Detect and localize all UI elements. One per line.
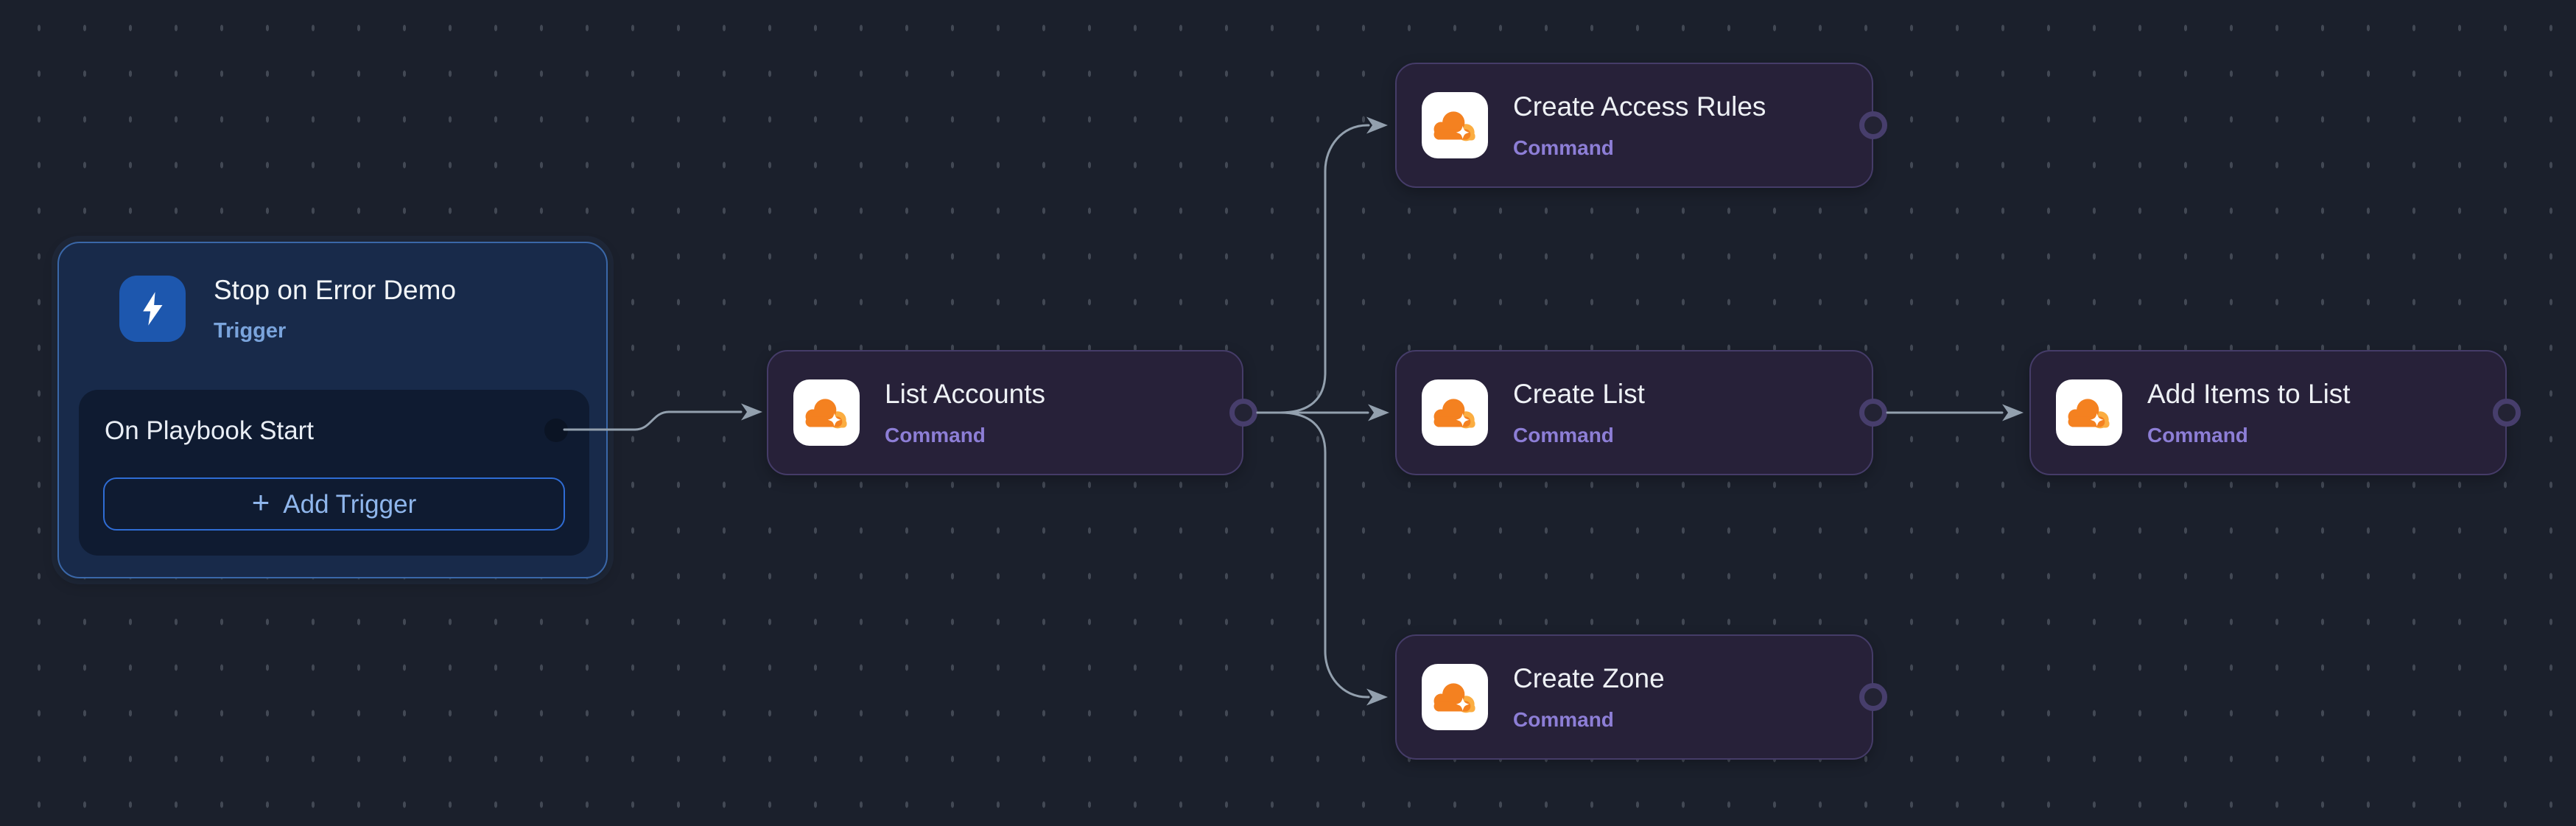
lightning-bolt-icon xyxy=(119,276,186,342)
arrowhead xyxy=(1368,404,1389,421)
node-title: Create Access Rules xyxy=(1513,91,1766,122)
node-type-label: Command xyxy=(1513,707,1614,731)
output-port[interactable] xyxy=(1229,399,1257,427)
output-port[interactable] xyxy=(1859,683,1887,711)
node-title: Stop on Error Demo xyxy=(214,274,457,305)
plus-icon: + xyxy=(251,485,270,519)
cloudflare-icon xyxy=(1422,379,1488,446)
trigger-event-label[interactable]: On Playbook Start xyxy=(105,416,315,445)
node-stop-on-error-demo[interactable]: Stop on Error Demo Trigger On Playbook S… xyxy=(57,242,608,578)
cloudflare-icon xyxy=(1422,664,1488,730)
node-type-label: Command xyxy=(1513,136,1614,159)
node-title: Create Zone xyxy=(1513,662,1665,693)
add-trigger-label: Add Trigger xyxy=(283,489,417,519)
node-list-accounts[interactable]: List Accounts Command xyxy=(767,350,1257,475)
edge-list-accounts-to-create-zone xyxy=(1256,411,1370,699)
node-title: List Accounts xyxy=(885,378,1046,409)
edge-list-accounts-to-create-access-rules xyxy=(1256,124,1370,414)
output-port[interactable] xyxy=(1859,111,1887,139)
add-trigger-button[interactable]: + Add Trigger xyxy=(103,477,565,531)
node-title: Create List xyxy=(1513,378,1645,409)
node-type-label: Command xyxy=(2147,423,2248,447)
output-port[interactable] xyxy=(2493,399,2521,427)
node-title: Add Items to List xyxy=(2147,378,2351,409)
arrowhead xyxy=(1366,116,1388,134)
arrowhead xyxy=(741,403,762,421)
trigger-header: Stop on Error Demo Trigger xyxy=(119,276,456,342)
arrowhead xyxy=(2002,404,2024,421)
arrowhead xyxy=(1366,688,1388,706)
node-type-label: Trigger xyxy=(214,318,287,343)
node-type-label: Command xyxy=(885,423,986,447)
cloudflare-icon xyxy=(2056,379,2122,446)
output-port-dot[interactable] xyxy=(544,419,568,442)
output-port[interactable] xyxy=(1859,399,1887,427)
trigger-events-panel: On Playbook Start + Add Trigger xyxy=(79,390,589,556)
node-add-items-to-list[interactable]: Add Items to List Command xyxy=(2029,350,2521,475)
cloudflare-icon xyxy=(1422,92,1488,158)
node-create-list[interactable]: Create List Command xyxy=(1395,350,1887,475)
node-create-access-rules[interactable]: Create Access Rules Command xyxy=(1395,63,1887,188)
cloudflare-icon xyxy=(793,379,860,446)
node-type-label: Command xyxy=(1513,423,1614,447)
node-create-zone[interactable]: Create Zone Command xyxy=(1395,634,1887,760)
